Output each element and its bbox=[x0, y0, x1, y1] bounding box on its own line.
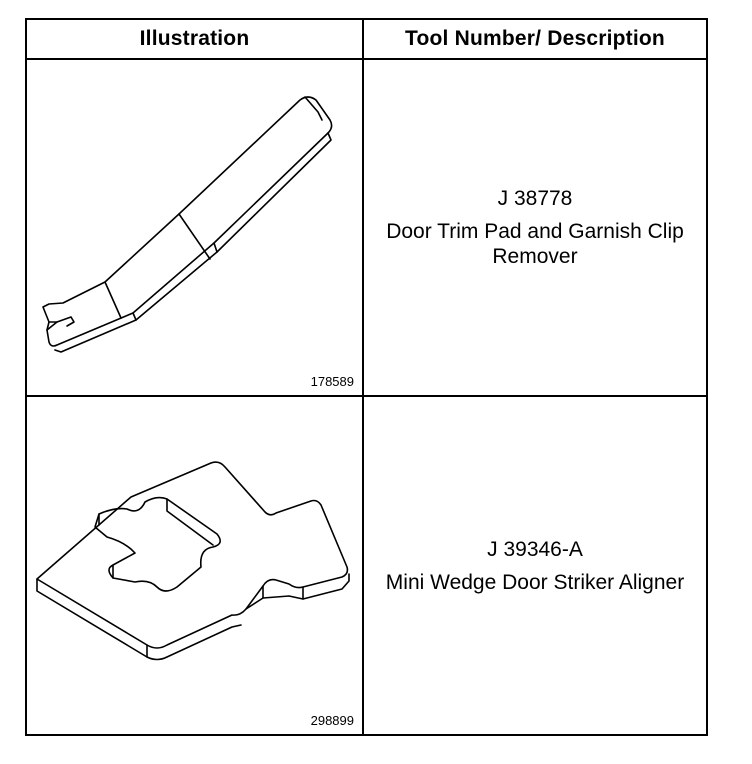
tool-description-1: Door Trim Pad and Garnish Clip Remover bbox=[386, 220, 684, 268]
trim-pad-clip-remover-tool-icon bbox=[42, 96, 333, 353]
tool-number-2: J 39346-A bbox=[487, 537, 583, 561]
description-cell-1: J 38778 Door Trim Pad and Garnish Clip R… bbox=[364, 60, 706, 395]
header-divider bbox=[27, 58, 706, 60]
figure-number-1: 178589 bbox=[310, 374, 354, 389]
tool-description-2: Mini Wedge Door Striker Aligner bbox=[385, 570, 685, 594]
illustration-cell-1: 178589 bbox=[27, 60, 362, 395]
column-divider bbox=[362, 20, 364, 734]
tool-table: Illustration Tool Number/ Description bbox=[25, 18, 708, 736]
illustration-cell-2: 298899 bbox=[27, 397, 362, 734]
figure-number-2: 298899 bbox=[310, 713, 354, 728]
description-cell-2: J 39346-A Mini Wedge Door Striker Aligne… bbox=[364, 397, 706, 734]
door-striker-aligner-tool-icon bbox=[36, 461, 350, 661]
row-divider bbox=[27, 395, 706, 397]
header-illustration: Illustration bbox=[139, 27, 250, 50]
tool-number-1: J 38778 bbox=[497, 187, 573, 210]
header-tool-number-description: Tool Number/ Description bbox=[405, 27, 665, 50]
